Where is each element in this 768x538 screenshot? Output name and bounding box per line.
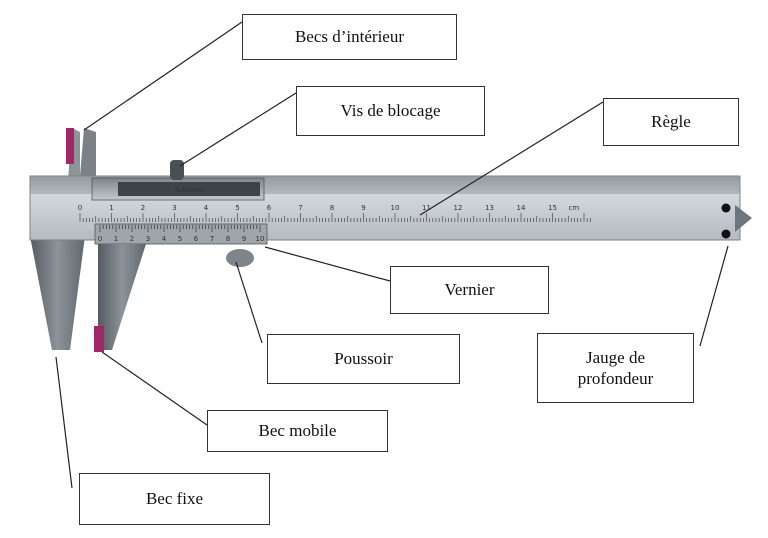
- ruler-number: 2: [141, 204, 145, 212]
- leader-regle: [419, 101, 604, 216]
- label-vernier: Vernier: [390, 266, 549, 314]
- vernier-ticks: [99, 225, 261, 232]
- vernier-number: 10: [256, 235, 265, 243]
- ruler-number: 1: [109, 204, 113, 212]
- vernier-number: 3: [146, 235, 150, 243]
- ruler-number: 4: [204, 204, 209, 212]
- ruler-number: 8: [330, 204, 334, 212]
- leader-lines: [55, 21, 729, 489]
- ruler-number: 15: [548, 204, 557, 212]
- label-regle: Règle: [603, 98, 739, 146]
- label-vis-blocage: Vis de blocage: [296, 86, 485, 136]
- movable-jaw-tip: [94, 326, 104, 352]
- vernier-number: 2: [130, 235, 134, 243]
- label-becs-interieur: Becs d’intérieur: [242, 14, 457, 60]
- leader-poussoir: [235, 261, 263, 344]
- leader-jauge: [699, 245, 729, 347]
- end-screw-bottom: [721, 229, 731, 239]
- vernier-number: 0: [98, 235, 102, 243]
- vernier-number: 9: [242, 235, 246, 243]
- vernier-number: 8: [226, 235, 230, 243]
- movable-inside-jaw: [80, 128, 96, 176]
- leader-vernier: [264, 246, 391, 282]
- ruler-number: 9: [361, 204, 365, 212]
- locking-screw: [170, 160, 184, 180]
- thumb-pusher: [226, 249, 254, 267]
- fixed-inside-jaw-tip: [66, 128, 74, 164]
- ruler-number: 10: [391, 204, 400, 212]
- ruler-number: 6: [267, 204, 272, 212]
- vernier-numbers: 0 1 2 3 4 5 6 7 8 9 10: [98, 235, 265, 243]
- vernier-number: 4: [162, 235, 167, 243]
- ruler-number: 13: [485, 204, 494, 212]
- ruler-number: 7: [298, 204, 302, 212]
- vernier-number: 1: [114, 235, 118, 243]
- leader-becs-interieur: [83, 21, 243, 131]
- end-screw-top: [721, 203, 731, 213]
- ruler-number: 5: [235, 204, 239, 212]
- ruler-number: 12: [454, 204, 463, 212]
- ruler-number: 14: [517, 204, 526, 212]
- label-jauge-profondeur: Jauge de profondeur: [537, 333, 694, 403]
- leader-vis-blocage: [179, 92, 297, 167]
- label-poussoir: Poussoir: [267, 334, 460, 384]
- vernier-plate: [94, 223, 268, 245]
- vernier-number: 6: [194, 235, 199, 243]
- ruler-unit: cm: [569, 204, 580, 212]
- fixed-jaw: [30, 236, 85, 350]
- leader-bec-mobile: [101, 351, 208, 426]
- ruler-ticks: [79, 213, 591, 222]
- label-bec-fixe: Bec fixe: [79, 473, 270, 525]
- movable-jaw: [98, 244, 146, 350]
- vernier-number: 5: [178, 235, 182, 243]
- ruler-number: 3: [172, 204, 176, 212]
- slider-window: [118, 182, 260, 196]
- ruler-number: 0: [78, 204, 82, 212]
- depth-gauge-rod: [735, 205, 752, 232]
- vernier-number: 7: [210, 235, 214, 243]
- leader-bec-fixe: [55, 356, 73, 489]
- resolution-mark: 0.02mm: [175, 186, 204, 194]
- ruler-number: 11: [422, 204, 431, 212]
- label-bec-mobile: Bec mobile: [207, 410, 388, 452]
